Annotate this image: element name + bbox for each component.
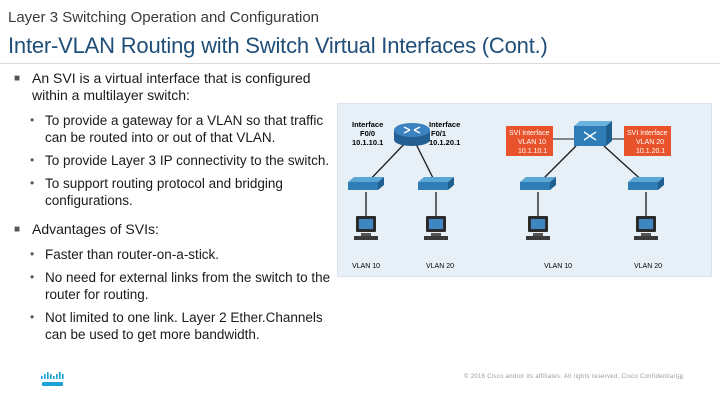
pc-icon [424,216,448,240]
svi2-ip: 10.1.20.1 [636,148,665,155]
right-vlan-a-label: VLAN 10 [544,263,572,270]
left-if2-name: F0/1 [431,129,446,138]
sub-bullet-item: • No need for external links from the sw… [14,269,344,303]
left-if1-ip: 10.1.10.1 [352,138,383,147]
router-icon [394,123,430,146]
dot-bullet-icon: • [30,310,35,324]
svi2-title: SVI Interface [627,130,668,137]
dot-bullet-icon: • [30,176,35,190]
svi-box-vlan10: SVI Interface VLAN 10 10.1.10.1 [506,126,553,156]
pc-icon [634,216,658,240]
network-diagram: Interface F0/0 10.1.10.1 Interface F0/1 … [337,103,712,277]
left-if1-title: Interface [352,120,383,129]
left-if1-name: F0/0 [360,129,375,138]
title-divider [0,63,720,64]
right-vlan-b-label: VLAN 20 [634,263,662,270]
left-if2-ip: 10.1.20.1 [429,138,460,147]
pc-icon [526,216,550,240]
left-vlan-a-label: VLAN 10 [352,263,380,270]
sub-bullet-text: Not limited to one link. Layer 2 Ether.C… [45,310,323,342]
dot-bullet-icon: • [30,247,35,261]
topology-svg: Interface F0/0 10.1.10.1 Interface F0/1 … [348,120,671,270]
sub-bullet-item: • Not limited to one link. Layer 2 Ether… [14,309,344,343]
bullet-item: ■ An SVI is a virtual interface that is … [14,70,344,104]
sub-bullet-item: • To provide Layer 3 IP connectivity to … [14,152,344,169]
bullet-text: An SVI is a virtual interface that is co… [32,70,311,103]
switch-icon [418,177,454,190]
left-if2-title: Interface [429,120,460,129]
bullet-item: ■ Advantages of SVIs: [14,221,344,238]
page-title: Inter-VLAN Routing with Switch Virtual I… [8,33,548,58]
pc-icon [354,216,378,240]
sub-bullet-item: • To provide a gateway for a VLAN so tha… [14,112,344,146]
svi1-ip: 10.1.10.1 [518,148,547,155]
sub-bullet-item: • To support routing protocol and bridgi… [14,175,344,209]
multilayer-switch-icon [574,121,612,146]
bullet-list: ■ An SVI is a virtual interface that is … [14,70,344,349]
copyright-text: © 2016 Cisco and/or its affiliates. All … [464,374,676,380]
dot-bullet-icon: • [30,113,35,127]
sub-bullet-text: Faster than router-on-a-stick. [45,247,220,262]
cisco-logo-icon [41,372,64,386]
square-bullet-icon: ■ [14,73,21,84]
page-number: 58 [676,374,684,381]
sub-bullet-text: No need for external links from the swit… [45,270,331,302]
sub-bullet-text: To support routing protocol and bridging… [45,176,283,208]
svi2-vlan: VLAN 20 [636,139,664,146]
switch-icon [348,177,384,190]
svi1-title: SVI Interface [509,130,550,137]
dot-bullet-icon: • [30,270,35,284]
sub-bullet-text: To provide Layer 3 IP connectivity to th… [45,153,330,168]
link-line [413,139,437,185]
dot-bullet-icon: • [30,153,35,167]
svi-box-vlan20: SVI Interface VLAN 20 10.1.20.1 [624,126,671,156]
link-line [365,139,409,185]
sub-bullet-item: • Faster than router-on-a-stick. [14,246,344,263]
square-bullet-icon: ■ [14,224,21,235]
switch-icon [628,177,664,190]
switch-icon [520,177,556,190]
bullet-text: Advantages of SVIs: [32,221,159,237]
sub-bullet-text: To provide a gateway for a VLAN so that … [45,113,324,145]
left-vlan-b-label: VLAN 20 [426,263,454,270]
svi1-vlan: VLAN 10 [518,139,546,146]
section-subtitle: Layer 3 Switching Operation and Configur… [8,9,320,26]
